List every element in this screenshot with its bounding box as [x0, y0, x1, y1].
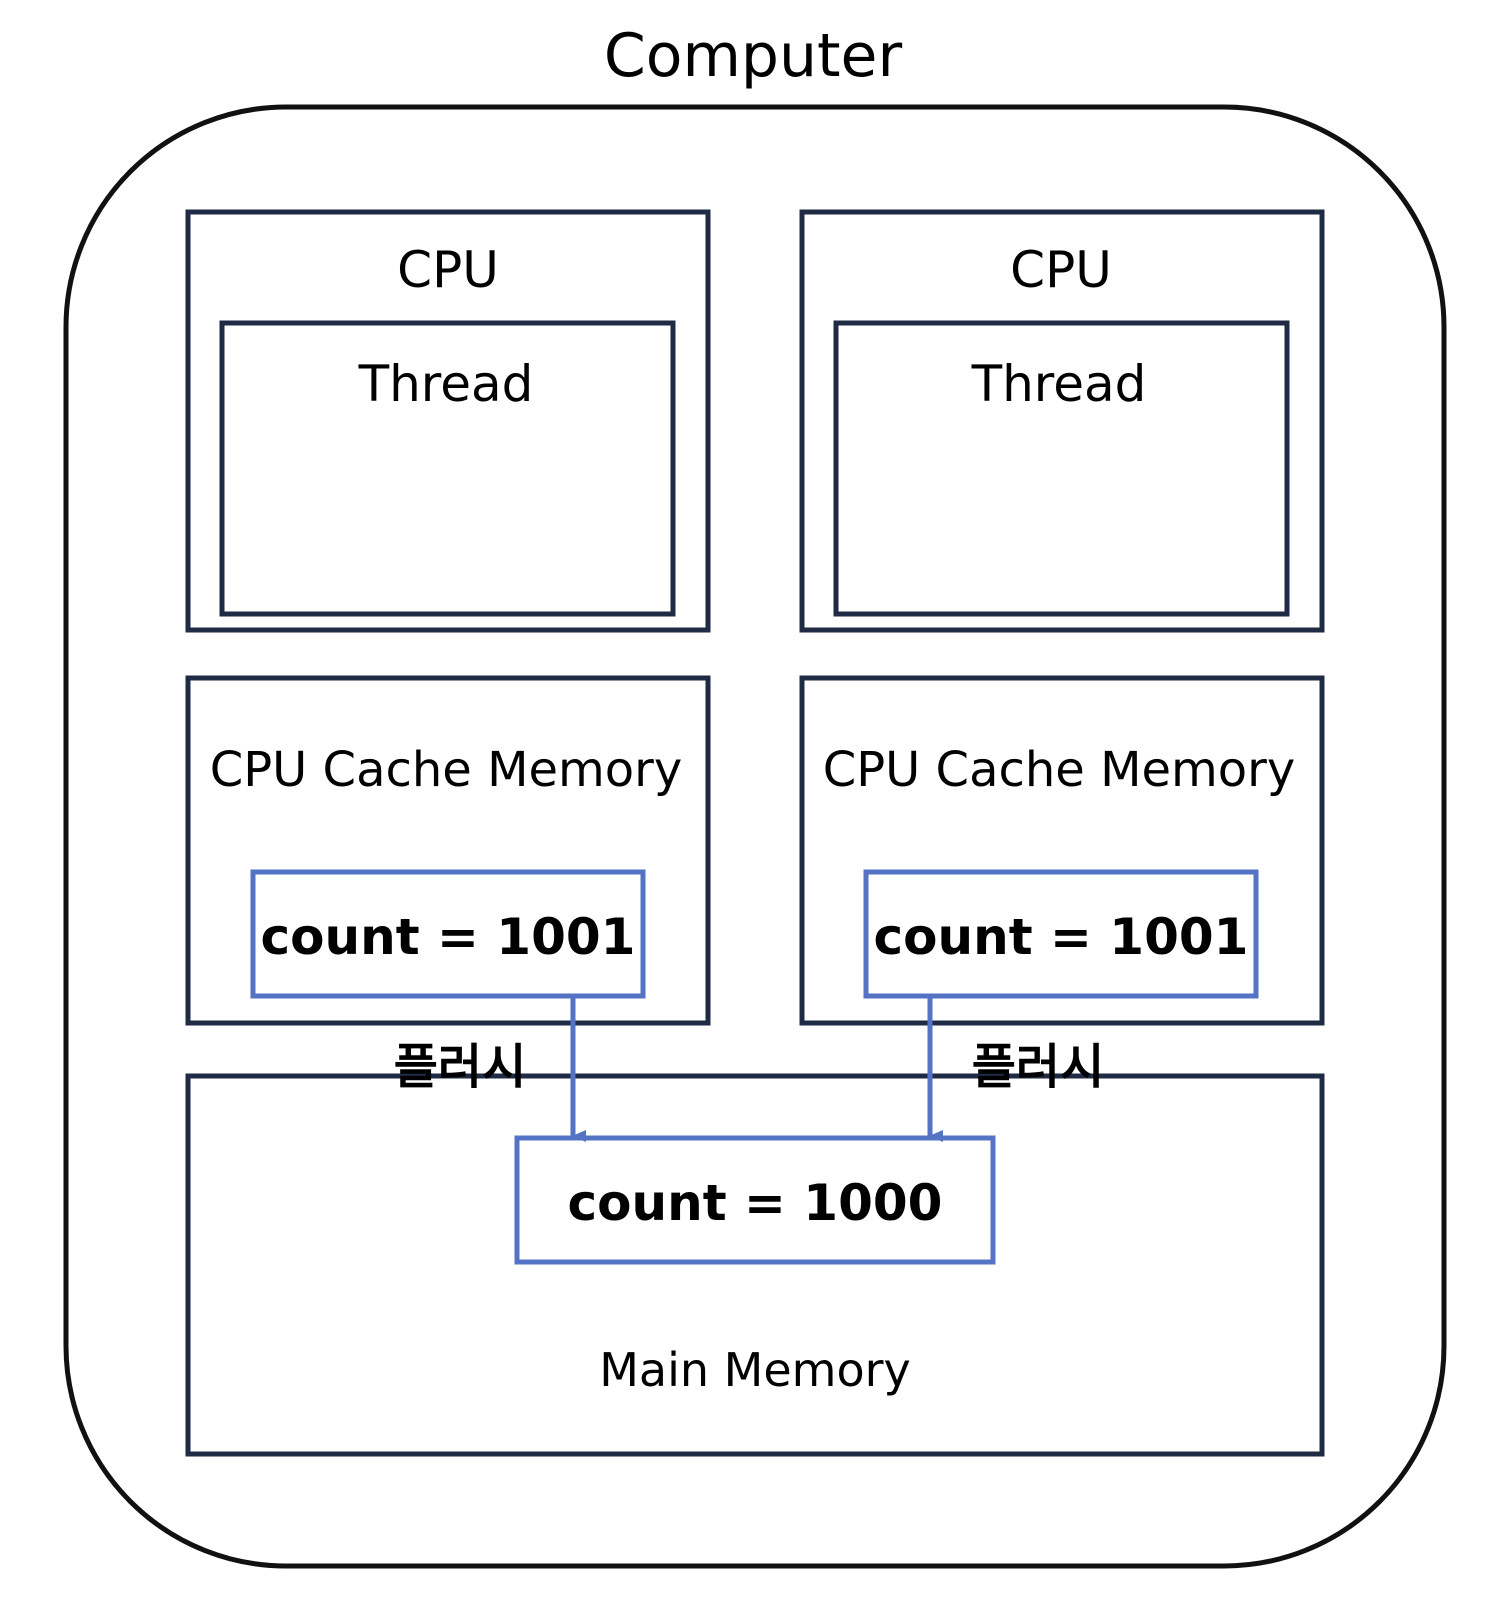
cpu-box-right [799, 209, 1325, 633]
cache-value-box-right [863, 869, 1259, 999]
cache-value-left: count = 1001 [261, 908, 636, 966]
computer-boundary [63, 104, 1447, 1569]
cache-label-left: CPU Cache Memory [210, 742, 683, 798]
cache-box-right [799, 675, 1325, 1026]
cpu-label-left: CPU [397, 241, 499, 299]
main-memory-value: count = 1000 [568, 1174, 943, 1232]
cache-label-right: CPU Cache Memory [823, 742, 1296, 798]
thread-box-left [219, 320, 676, 617]
cache-value-right: count = 1001 [874, 908, 1249, 966]
cache-box-left [185, 675, 711, 1026]
main-memory-value-box [514, 1135, 996, 1265]
thread-label-left: Thread [358, 355, 534, 413]
computer-title: Computer [604, 21, 903, 91]
main-memory-label: Main Memory [599, 1343, 911, 1397]
thread-box-right [833, 320, 1290, 617]
main-memory-box [185, 1073, 1325, 1457]
flush-label-left: 플러시 [394, 1039, 526, 1095]
cache-value-box-left [250, 869, 646, 999]
cpu-box-left [185, 209, 711, 633]
thread-label-right: Thread [971, 355, 1147, 413]
flush-label-right: 플러시 [972, 1039, 1104, 1095]
cpu-label-right: CPU [1010, 241, 1112, 299]
